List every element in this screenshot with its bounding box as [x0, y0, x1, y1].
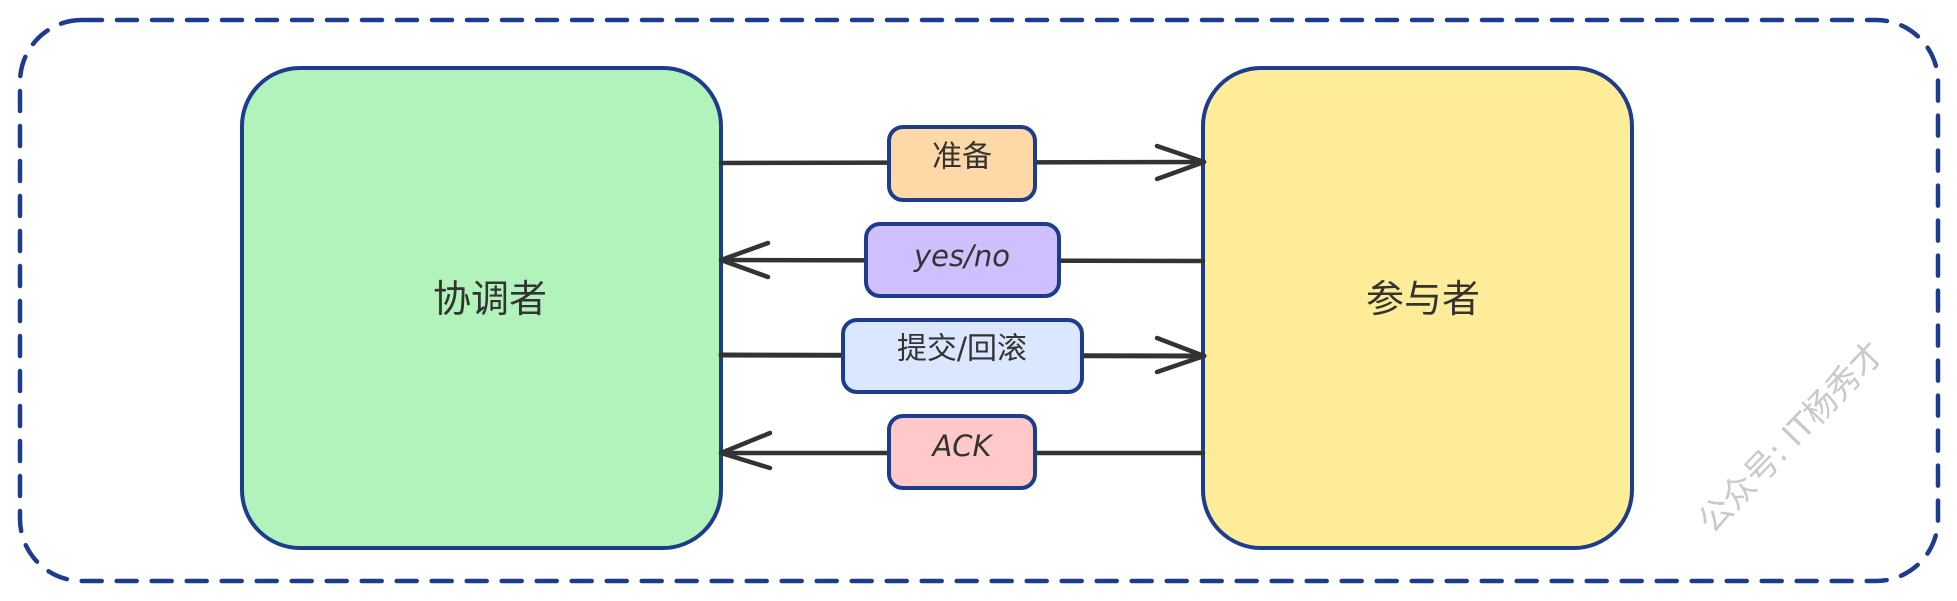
watermark: 公众号: IT杨秀才: [1690, 334, 1891, 541]
prepare-label: 准备: [932, 140, 992, 175]
commit-label-box: [841, 318, 1084, 394]
node-coordinator[interactable]: 协调者: [240, 66, 723, 550]
coordinator-box: [240, 66, 723, 550]
ack-label-box: [887, 414, 1037, 490]
message-prepare[interactable]: 准备: [718, 125, 1207, 202]
coordinator-label: 协调者: [433, 277, 547, 321]
vote-label: yes/no: [913, 239, 1010, 273]
message-ack[interactable]: ACK: [718, 414, 1206, 490]
participant-label: 参与者: [1366, 277, 1480, 321]
arrowhead-right-icon: [1154, 143, 1207, 182]
arrowhead-left-icon: [718, 240, 771, 280]
commit-label: 提交/回滚: [897, 332, 1027, 367]
message-commit-rollback[interactable]: 提交/回滚: [718, 318, 1207, 394]
prepare-label-box: [887, 125, 1037, 202]
ack-label: ACK: [930, 429, 993, 463]
arrowhead-right-icon: [1154, 335, 1207, 375]
vote-label-box: [864, 222, 1061, 298]
node-participant[interactable]: 参与者: [1201, 66, 1634, 550]
system-boundary: [17, 17, 1941, 584]
message-vote[interactable]: yes/no: [718, 222, 1206, 298]
participant-box: [1201, 66, 1634, 550]
arrowhead-left-icon: [718, 430, 773, 471]
